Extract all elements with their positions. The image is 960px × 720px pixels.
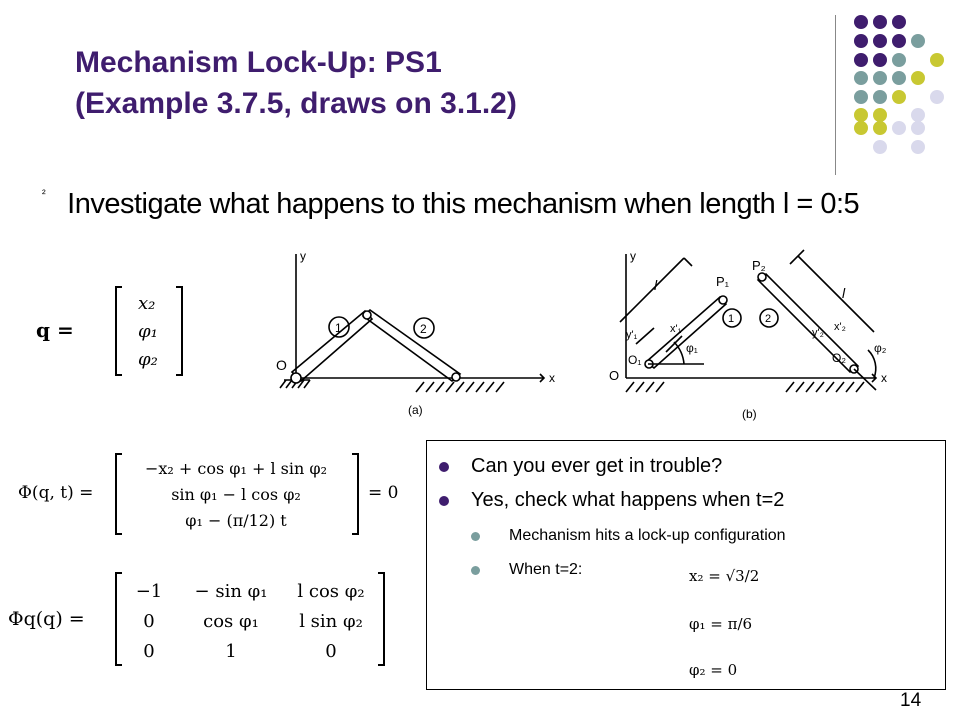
box-subbullet-2-text: When t=2: (509, 561, 583, 578)
fig-b-link2: 2 (765, 313, 771, 325)
fig-a-x: x (549, 371, 555, 385)
sol-x2: x₂ = √3/2 (689, 567, 759, 585)
fig-b-y: y (630, 249, 636, 263)
fig-a-link2: 2 (420, 322, 427, 336)
jacobian-equation: Φq(q) = −1 − sin φ₁ l cos φ₂ 0 cos φ₁ l … (8, 572, 385, 666)
page-number: 14 (900, 690, 922, 711)
constraint-equation: Φ(q, t) = −x₂ + cos φ₁ + l sin φ₂ sin φ₁… (18, 453, 398, 535)
bullet-text: Investigate what happens to this mechani… (67, 188, 860, 220)
fig-b-y2: y'₂ (812, 327, 824, 339)
q-vector-equation: q = x₂ φ₁ φ₂ (36, 286, 183, 376)
slide-title: Mechanism Lock-Up: PS1 (Example 3.7.5, d… (75, 42, 517, 124)
fig-b-l2: l (842, 285, 846, 301)
q-row-2: φ₁ (138, 321, 158, 342)
fig-a-origin: O (276, 357, 287, 373)
phi-lhs: Φ(q, t) = (18, 483, 93, 503)
main-bullet: ² Investigate what happens to this mechan… (42, 188, 860, 221)
title-divider (835, 15, 836, 175)
jac-r1c2: − sin φ₁ (195, 581, 268, 602)
solution-values: x₂ = √3/2 φ₁ = π/6 φ₂ = 0 (689, 567, 759, 679)
jac-r3c1: 0 (143, 641, 154, 662)
title-line-1: Mechanism Lock-Up: PS1 (75, 46, 442, 79)
jac-r3c3: 0 (325, 641, 336, 662)
fig-b-phi1: φ₁ (686, 341, 698, 355)
jac-r2c2: cos φ₁ (203, 611, 259, 632)
fig-b-phi2: φ₂ (874, 341, 887, 355)
sol-phi1: φ₁ = π/6 (689, 615, 752, 633)
figure-b (619, 249, 878, 393)
jac-lhs: Φq(q) = (8, 608, 85, 630)
q-row-3: φ₂ (138, 349, 158, 370)
phi-row-3: φ₁ − (π/12) t (185, 511, 287, 530)
jac-r2c1: 0 (143, 611, 154, 632)
box-subbullet-1-text: Mechanism hits a lock-up configuration (509, 527, 786, 544)
q-row-1: x₂ (138, 293, 155, 314)
fig-a-y: y (300, 249, 306, 263)
fig-b-x: x (881, 371, 887, 385)
decorative-dot-grid (854, 15, 944, 154)
box-bullet-1: Can you ever get in trouble? (438, 455, 723, 478)
discussion-box: Can you ever get in trouble? Yes, check … (426, 440, 946, 690)
fig-b-p2: P₂ (752, 258, 766, 273)
fig-b-y1: y'₁ (626, 329, 638, 341)
sol-phi2: φ₂ = 0 (689, 661, 737, 679)
box-bullet-1-text: Can you ever get in trouble? (471, 455, 723, 477)
box-bullet-2: Yes, check what happens when t=2 (438, 489, 785, 512)
title-line-2: (Example 3.7.5, draws on 3.1.2) (75, 87, 517, 120)
box-subbullet-1: Mechanism hits a lock-up configuration (471, 527, 786, 545)
jac-r2c3: l sin φ₂ (299, 611, 363, 632)
fig-b-caption: (b) (742, 407, 757, 421)
mechanism-figure: y x O 1 2 (a) y x O O₁ O₂ P₁ P₂ l l (264, 240, 929, 426)
box-bullet-2-text: Yes, check what happens when t=2 (471, 489, 785, 511)
fig-b-origin: O (609, 368, 619, 383)
fig-b-x1: x'₁ (670, 323, 682, 335)
figure-a (279, 254, 546, 393)
phi-row-2: sin φ₁ − l cos φ₂ (171, 485, 301, 504)
fig-b-l1: l (654, 277, 658, 293)
fig-b-x2: x'₂ (834, 321, 846, 333)
fig-b-link1: 1 (728, 313, 734, 325)
fig-b-o1: O₁ (628, 353, 641, 367)
fig-a-link1: 1 (335, 321, 342, 335)
phi-row-1: −x₂ + cos φ₁ + l sin φ₂ (145, 459, 327, 478)
box-subbullet-2: When t=2: (471, 561, 582, 579)
jac-r1c1: −1 (136, 581, 163, 602)
fig-a-caption: (a) (408, 403, 423, 417)
fig-b-p1: P₁ (716, 274, 730, 289)
fig-b-o2: O₂ (832, 351, 846, 365)
jac-r3c2: 1 (225, 641, 236, 662)
q-lhs: q = (36, 318, 74, 342)
jac-r1c3: l cos φ₂ (297, 581, 364, 602)
phi-rhs: = 0 (368, 483, 398, 503)
bullet-marker: ² (42, 188, 46, 200)
